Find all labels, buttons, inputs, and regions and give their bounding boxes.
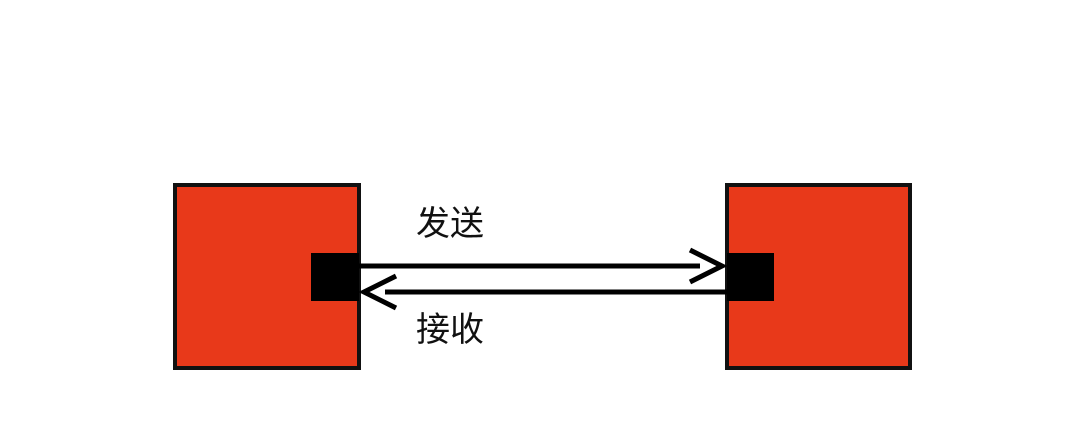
- receive-label: 接收: [416, 310, 484, 350]
- left-node-port: [311, 253, 359, 301]
- receive-arrow: [358, 273, 727, 311]
- send-label: 发送: [416, 204, 484, 244]
- right-node-port: [727, 253, 774, 301]
- send-arrow: [359, 247, 728, 285]
